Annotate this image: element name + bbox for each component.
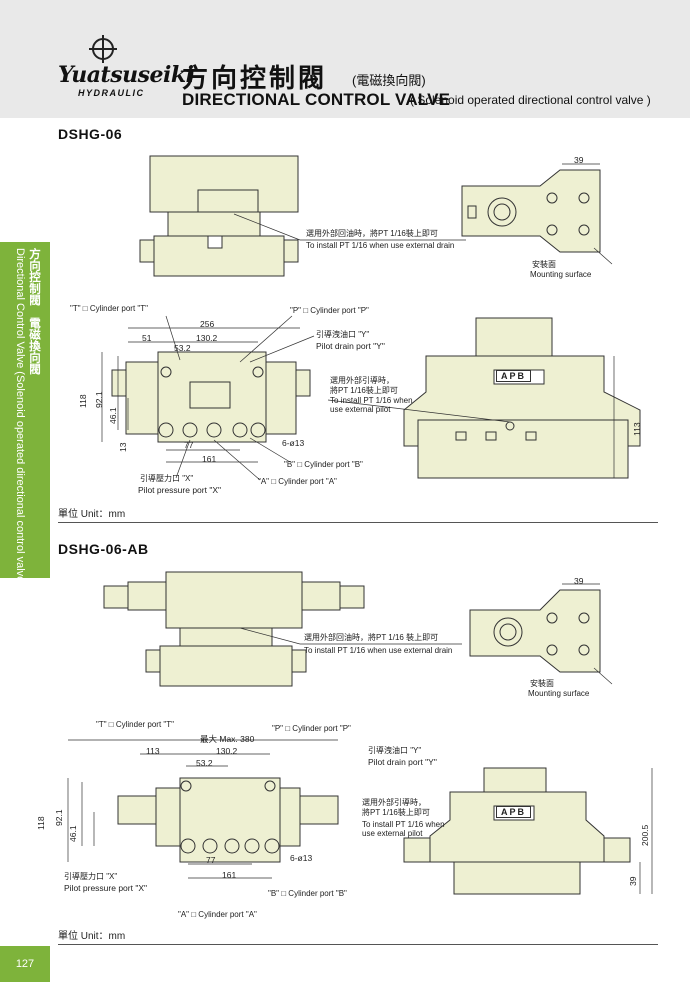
dim-92-1-b: 92.1 [54,809,64,826]
label-drain-cn-b: 選用外部回油時，將PT 1/16 裝上即可 [304,633,439,642]
dim-53-2: 53.2 [174,343,191,353]
dim-118: 118 [78,394,88,408]
label-ext-pilot-en2: use external pilot [330,405,391,414]
logo-mark-icon [89,35,117,63]
dim-46-1: 46.1 [108,407,118,424]
unit-note: 單位 Unit：mm [58,509,126,520]
label-port-a: "A" □ Cylinder port "A" [258,477,337,486]
page-title-cn: 方向控制閥 [182,63,328,93]
label-max-380: 最大 Max. 380 [200,734,255,744]
dim-130-2: 130.2 [196,333,218,343]
dim-161-b: 161 [222,870,237,880]
page-title-en: DIRECTIONAL CONTROL VALVE [182,90,451,109]
logo-brand-text: Yuatsuseiki [58,62,194,88]
label-apb: APB [496,370,532,382]
label-pilot-press-en: Pilot pressure port "X" [138,485,222,495]
label-mount-en: Mounting surface [530,270,592,279]
dim-13: 13 [118,442,128,452]
label-ext-pilot-cn1: 選用外部引導時， [330,376,394,385]
dim-92-1: 92.1 [94,391,104,408]
unit-note-b: 單位 Unit：mm [58,931,126,942]
label-port-b: "B" □ Cylinder port "B" [284,460,363,469]
s2-side-body [469,589,601,673]
side-tab-cn: 方向控制閥 電磁換向閥 [28,248,40,375]
page-subtitle-cn: (電磁換向閥) [352,73,426,88]
dim-130-2-b: 130.2 [216,746,238,756]
dim-256: 256 [200,319,215,329]
dim-118-b: 118 [36,816,46,830]
label-drain-cn: 選用外部回油時，將PT 1/16裝上即可 [306,229,438,238]
label-mount-en-b: Mounting surface [528,689,590,698]
dim-113-b: 113 [146,746,160,756]
section-divider [58,522,658,523]
label-pilot-drain-en-b: Pilot drain port "Y" [368,757,437,767]
label-ext-pilot-cn1-b: 選用外部引導時， [362,798,426,807]
brand-logo: Yuatsuseiki HYDRAULIC [58,35,194,104]
label-port-t-b: "T" □ Cylinder port "T" [96,720,174,729]
s1-right-top [475,317,553,357]
label-ext-pilot-cn2-b: 將PT 1/16裝上即可 [362,808,430,817]
label-pilot-press-cn-b: 引導壓力口 "X" [64,872,118,881]
label-pilot-drain-cn-b: 引導洩油口 "Y" [368,746,422,755]
label-port-b-b: "B" □ Cylinder port "B" [268,889,347,898]
dim-53-2-b: 53.2 [196,758,213,768]
dim-200-5: 200.5 [640,824,650,846]
dim-39: 39 [574,155,584,165]
page-header [0,0,690,118]
page-subtitle-en: ( Solenoid operated directional control … [410,93,651,107]
logo-sub-text: HYDRAULIC [78,88,145,98]
label-mount-cn: 安裝面 [532,260,556,269]
dim-77: 77 [184,440,194,450]
s2-top-body [165,571,303,629]
label-port-p-b: "P" □ Cylinder port "P" [272,724,351,733]
page-number: 127 [0,946,50,982]
label-drain-en-b: To install PT 1/16 when use external dra… [304,646,453,655]
side-chapter-tab: 方向控制閥 電磁換向閥 Directional Control Valve (S… [0,242,50,586]
label-mount-cn-b: 安裝面 [530,679,554,688]
side-tab-en: Directional Control Valve (Solenoid oper… [14,248,26,586]
label-pilot-press-cn: 引導壓力口 "X" [140,474,194,483]
dim-51: 51 [142,333,152,343]
label-port-p: "P" □ Cylinder port "P" [290,306,369,315]
section-title-dshg-06-ab: DSHG-06-AB [58,541,149,557]
label-ext-pilot-en1-b: To install PT 1/16 when [362,820,445,829]
label-apb-b: APB [496,806,532,818]
s1-side-body [461,169,601,253]
label-holes-b: 6-ø13 [290,853,313,863]
label-pilot-press-en-b: Pilot pressure port "X" [64,883,148,893]
label-ext-pilot-en2-b: use external pilot [362,829,423,838]
section-title-dshg-06: DSHG-06 [58,126,123,142]
label-port-a-b: "A" □ Cylinder port "A" [178,910,257,919]
label-port-t: "T" □ Cylinder port "T" [70,304,148,313]
s2-right-body [429,791,605,863]
label-ext-pilot-cn2: 將PT 1/16裝上即可 [330,386,398,395]
dim-161: 161 [202,454,217,464]
dim-39-c: 39 [628,876,638,886]
dim-39-b: 39 [574,576,584,586]
section-divider-b [58,944,658,945]
label-holes: 6-ø13 [282,438,305,448]
label-pilot-drain-en: Pilot drain port "Y" [316,341,385,351]
label-drain-en: To install PT 1/16 when use external dra… [306,241,455,250]
dim-77-b: 77 [206,855,216,865]
dim-113: 113 [632,422,642,436]
label-ext-pilot-en1: To install PT 1/16 when [330,396,413,405]
label-pilot-drain-cn: 引導洩油口 "Y" [316,330,370,339]
dim-46-1-b: 46.1 [68,825,78,842]
